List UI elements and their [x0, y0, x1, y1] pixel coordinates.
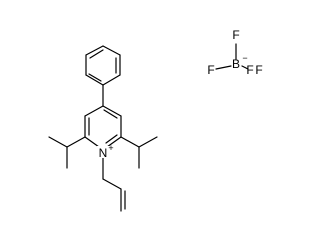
ring-double-bond — [105, 134, 118, 144]
phenyl-bond — [102, 45, 121, 56]
boron-label: B — [232, 57, 240, 71]
b-f-bond — [215, 65, 232, 70]
tetrafluoroborate-anion: F B − F F F — [207, 28, 262, 77]
allyl-chain — [102, 156, 126, 212]
left-isopropyl-group — [48, 136, 86, 169]
fluorine-top-label: F — [232, 28, 239, 42]
isopropyl-bond — [138, 136, 158, 148]
phenyl-bond — [85, 74, 104, 86]
nitrogen-atom: N + — [97, 143, 114, 160]
phenyl-bond — [85, 45, 104, 56]
ring-bond — [102, 105, 122, 117]
phenyl-double-bond — [89, 49, 104, 59]
fluorine-right-label: F — [246, 63, 253, 77]
phenyl-double-bond — [88, 73, 102, 82]
allyl-bond — [102, 178, 122, 190]
right-isopropyl-group — [120, 136, 158, 169]
b-f-bond — [241, 65, 249, 70]
ring-double-bond — [103, 109, 118, 119]
isopropyl-bond — [120, 136, 140, 148]
phenyl-bond — [102, 74, 121, 86]
chemical-structure-canvas: N + F B − F F F — [48, 28, 263, 212]
nitrogen-charge: + — [108, 143, 113, 153]
fluorine-left-label: F — [207, 63, 214, 77]
isopropyl-bond — [66, 136, 86, 148]
phenyl-ring — [85, 45, 121, 86]
isopropyl-bond — [48, 136, 68, 148]
fluorine-second-right-label: F — [255, 63, 262, 77]
structure-svg: N + F B − F F F — [48, 28, 263, 212]
ring-bond — [84, 105, 104, 117]
ring-bond — [84, 136, 100, 148]
ring-bond — [106, 136, 122, 148]
boron-charge: − — [242, 53, 247, 63]
pyridinium-ring — [84, 105, 122, 148]
nitrogen-label: N — [99, 146, 108, 160]
